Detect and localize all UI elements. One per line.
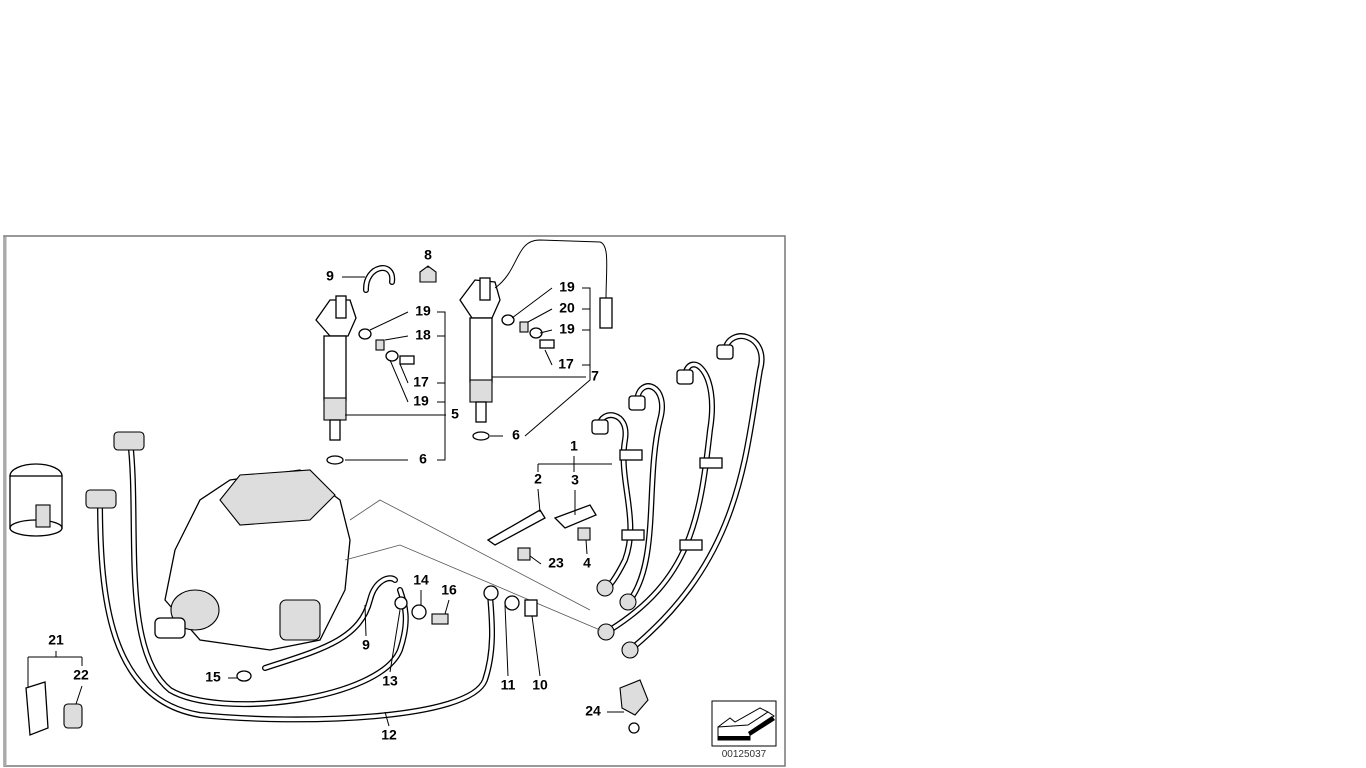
part-label: 2 [534, 471, 542, 487]
fuel-filter [9, 463, 63, 537]
part-label: 12 [381, 727, 397, 743]
injection-pump [154, 469, 601, 651]
part-label: 17 [558, 356, 574, 372]
part-label: 21 [48, 632, 64, 648]
part-label: 10 [532, 677, 548, 693]
part-label: 4 [583, 555, 591, 571]
part-label: 23 [548, 555, 564, 571]
part-label: 1 [570, 438, 578, 454]
part-labels: 9 8 19 18 17 19 5 6 19 20 19 17 7 6 1 2 … [48, 247, 601, 743]
injector-right [459, 239, 613, 423]
part-label: 15 [205, 669, 221, 685]
part-label: 6 [512, 427, 520, 443]
part-label: 8 [424, 247, 432, 263]
part-label: 19 [559, 321, 575, 337]
part-label: 20 [559, 300, 575, 316]
part-label: 18 [415, 327, 431, 343]
part-label: 17 [413, 374, 429, 390]
arrow-down-left-icon [711, 700, 777, 747]
part-label: 19 [559, 279, 575, 295]
drawing-code: 00125037 [722, 749, 767, 760]
part-label: 9 [362, 637, 370, 653]
leader-lines [27, 266, 624, 727]
part-label: 11 [501, 677, 516, 693]
part-label: 14 [413, 572, 429, 588]
part-label: 16 [441, 582, 457, 598]
part-label: 13 [382, 673, 398, 689]
part-label: 9 [326, 268, 334, 284]
part-label: 5 [451, 406, 459, 422]
part-label: 19 [413, 393, 429, 409]
part-label: 6 [419, 451, 427, 467]
part-label: 19 [415, 303, 431, 319]
part-label: 3 [571, 472, 579, 488]
injector-left [315, 295, 357, 441]
part-label: 24 [585, 703, 601, 719]
part-label: 22 [73, 667, 89, 683]
injection-lines [591, 333, 765, 659]
part-label: 7 [591, 368, 599, 384]
